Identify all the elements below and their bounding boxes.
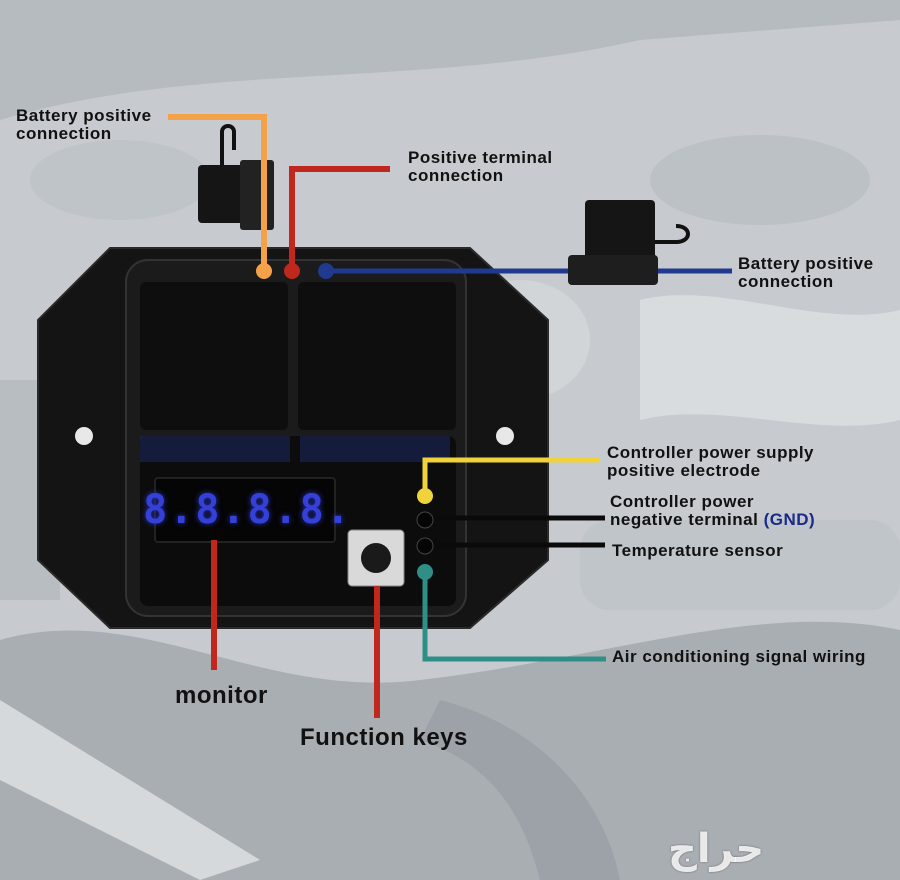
positive-terminal-label: Positive terminal connection [408, 148, 553, 185]
controller-housing [37, 247, 549, 629]
temperature-sensor-label: Temperature sensor [612, 541, 784, 560]
gnd-label: (GND) [763, 510, 816, 529]
battery-positive-right-label: Battery positive connection [738, 254, 874, 291]
orange-wire [168, 114, 267, 270]
red-wire-top [289, 166, 390, 270]
mount-hole-left [75, 427, 93, 445]
ac-signal-label: Air conditioning signal wiring [612, 647, 866, 666]
teal-wire [422, 572, 606, 662]
orange-terminal-dot [256, 263, 272, 279]
led-display: 8.8.8.8. [143, 487, 352, 533]
mount-hole-right [496, 427, 514, 445]
yellow-wire [422, 457, 600, 494]
watermark-logo: حراج [668, 826, 765, 872]
battery-positive-left-label: Battery positive connection [16, 106, 152, 143]
fuse-holder-right [568, 200, 690, 285]
monitor-label: monitor [175, 682, 268, 709]
function-key[interactable] [347, 529, 405, 587]
controller-power-negative-label: Controller power negative terminal (GND) [610, 492, 816, 529]
gnd-terminal-dot [416, 511, 434, 529]
red-terminal-dot [284, 263, 300, 279]
controller-power-supply-label: Controller power supply positive electro… [607, 443, 815, 480]
temp-terminal-dot [416, 537, 434, 555]
yellow-terminal-dot [417, 488, 433, 504]
function-keys-label: Function keys [300, 724, 468, 751]
teal-terminal-dot [417, 564, 433, 580]
blue-terminal-dot [318, 263, 334, 279]
